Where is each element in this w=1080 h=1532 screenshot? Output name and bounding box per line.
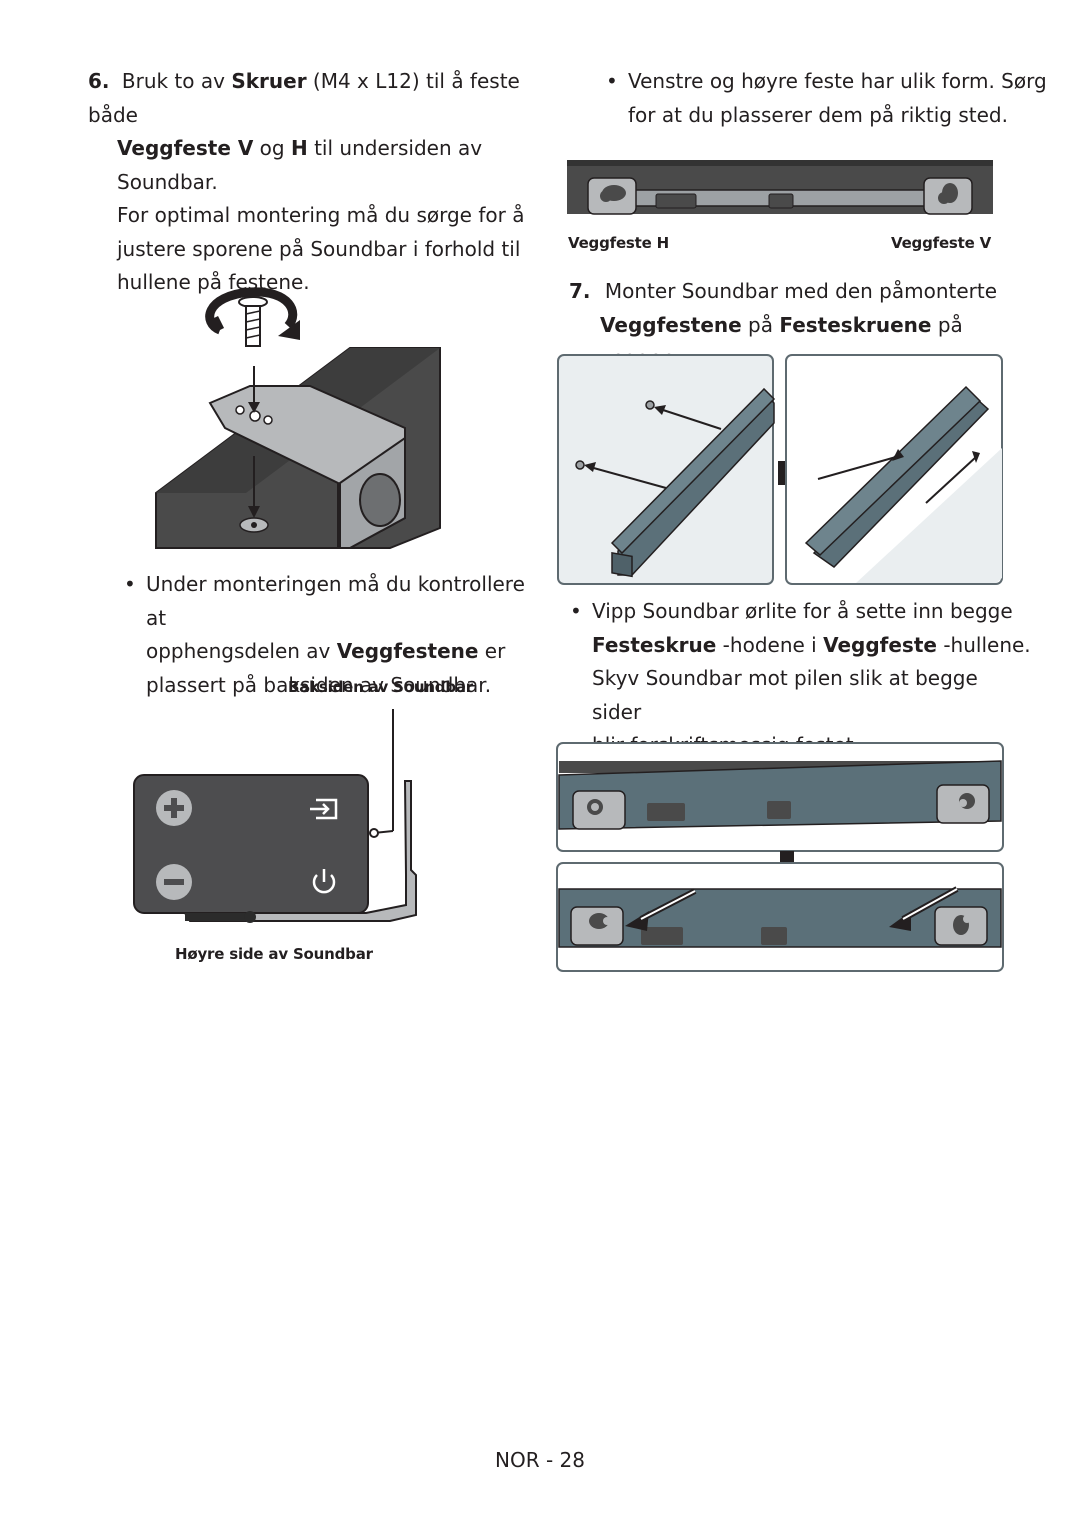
step-6-para-2-line-1: For optimal montering må du sørge for å — [117, 203, 525, 227]
label-veggfeste-h: Veggfeste H — [568, 234, 669, 252]
bullet-2-line-2: Festeskrue -hodene i Veggfeste -hullene. — [592, 632, 1031, 657]
bracket-h-icon — [587, 177, 637, 215]
step-6-line-1: 6. Bruk to av Skruer (M4 x L12) til å fe… — [88, 69, 520, 127]
source-icon — [310, 798, 338, 820]
bullet-2: Vipp Soundbar ørlite for å sette inn beg… — [570, 595, 1032, 763]
bullet-1-line-2: opphengsdelen av Veggfestene er — [146, 639, 506, 663]
plus-icon — [156, 790, 192, 826]
bullet-0-line-1: Venstre og høyre feste har ulik form. Sø… — [606, 65, 1048, 99]
bullet-1-line-1: Under monteringen må du kontrollere at — [124, 568, 536, 635]
bullet-0: Venstre og høyre feste har ulik form. Sø… — [606, 65, 1048, 132]
step-6-para-2-line-3: hullene på festene. — [117, 270, 310, 294]
slide-lock-illustration — [556, 742, 1004, 972]
step-7: 7. Monter Soundbar med den påmonterte Ve… — [569, 275, 1039, 376]
step-7-number: 7. — [569, 279, 591, 303]
wall-mount-illustration — [557, 354, 1003, 585]
label-right-side-of-soundbar: Høyre side av Soundbar — [175, 945, 373, 963]
soundbar-side-panel-illustration — [133, 709, 417, 923]
bracket-v-icon — [923, 177, 973, 215]
page-number: NOR - 28 — [495, 1448, 585, 1472]
bullet-1: Under monteringen må du kontrollere at o… — [124, 568, 536, 702]
bullet-1-line-3: plassert på baksiden av Soundbar. — [146, 672, 492, 697]
step-6-line-2: Veggfeste V og H til undersiden av — [117, 136, 483, 160]
step-6-line-3: Soundbar. — [117, 169, 218, 194]
step-7-line-1: 7. Monter Soundbar med den påmonterte — [569, 279, 998, 303]
label-veggfeste-v: Veggfeste V — [891, 234, 992, 252]
power-icon — [312, 869, 336, 894]
step-6-para-2-line-2: justere sporene på Soundbar i forhold ti… — [117, 236, 521, 261]
bullet-2-line-1: Vipp Soundbar ørlite for å sette inn beg… — [570, 595, 1032, 629]
bracket-screw-illustration — [155, 287, 441, 549]
bullet-2-line-3: Skyv Soundbar mot pilen slik at begge si… — [592, 666, 978, 724]
bullet-0-line-2: for at du plasserer dem på riktig sted. — [628, 102, 1008, 127]
rotate-arrow-icon — [205, 287, 300, 340]
brackets-on-bar-illustration — [567, 160, 993, 215]
minus-icon — [156, 864, 192, 900]
screw-icon — [238, 296, 268, 347]
step-6-number: 6. — [88, 69, 110, 93]
label-back-of-soundbar: Baksiden av Soundbar — [288, 678, 473, 696]
step-6: 6. Bruk to av Skruer (M4 x L12) til å fe… — [88, 65, 528, 300]
